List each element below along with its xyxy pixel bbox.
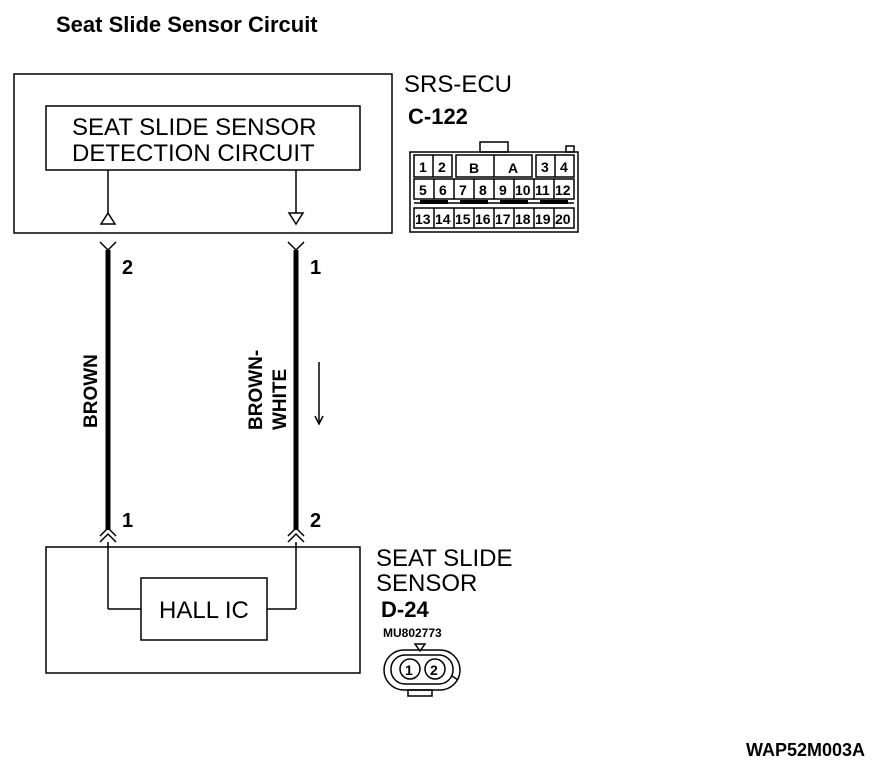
c122-pin-15: 15: [455, 211, 471, 227]
sensor-box: [45, 546, 361, 674]
srs-ecu-connector-code: C-122: [408, 104, 468, 129]
wire-brown-white-ecu-pin: 1: [310, 257, 321, 279]
ecu-terminal-icon: [99, 241, 117, 252]
wire-brown: 2 1 BROWN: [81, 241, 133, 543]
c122-pin-19: 19: [535, 211, 551, 227]
c122-pin-8: 8: [479, 182, 487, 198]
c122-pin-14: 14: [435, 211, 451, 227]
sensor-terminal-icon: [287, 526, 305, 537]
sensor-part-code: MU802773: [383, 626, 442, 640]
srs-ecu-block: SEAT SLIDE SENSOR DETECTION CIRCUIT SRS-…: [13, 71, 512, 234]
c122-pin-9: 9: [499, 182, 507, 198]
output-triangle-icon: [287, 212, 305, 226]
c122-pin-2: 2: [438, 159, 446, 175]
figure-reference-code: WAP52M003A: [746, 740, 865, 760]
c122-pin-11: 11: [535, 182, 550, 198]
c122-pin-1: 1: [419, 159, 427, 175]
detection-circuit-label-line2: DETECTION CIRCUIT: [72, 140, 315, 167]
wire-brown-white-color-line1: BROWN-: [246, 350, 267, 430]
wire-brown-sensor-pin: 1: [122, 510, 133, 532]
detection-circuit-box: [45, 105, 361, 171]
input-triangle-icon: [99, 211, 117, 225]
c122-pin-4: 4: [560, 159, 568, 175]
c122-pin-a: A: [508, 160, 518, 176]
sensor-name-line2: SENSOR: [376, 570, 477, 597]
c122-pin-7: 7: [459, 182, 467, 198]
c122-pin-12: 12: [555, 182, 571, 198]
sensor-connector-code: D-24: [381, 597, 429, 622]
c122-pin-18: 18: [515, 211, 531, 227]
d24-pin-1: 1: [405, 662, 413, 678]
seat-slide-sensor-block: HALL IC SEAT SLIDE SENSOR D-24 MU802773: [45, 542, 513, 674]
wire-brown-ecu-pin: 2: [122, 257, 133, 279]
c122-pin-17: 17: [495, 211, 511, 227]
connector-key-icon: [413, 643, 427, 653]
c122-pin-b: B: [469, 160, 479, 176]
c122-pin-20: 20: [555, 211, 571, 227]
wire-brown-white-sensor-pin: 2: [310, 510, 321, 532]
c122-pin-3: 3: [541, 159, 549, 175]
srs-ecu-name: SRS-ECU: [404, 71, 512, 98]
c122-pin-10: 10: [515, 182, 531, 198]
c122-pin-16: 16: [475, 211, 491, 227]
ecu-terminal-icon: [287, 241, 305, 252]
detection-circuit-label-line1: SEAT SLIDE SENSOR: [72, 114, 317, 141]
sensor-name-line1: SEAT SLIDE: [376, 545, 513, 572]
c122-pin-6: 6: [439, 182, 447, 198]
d24-pin-2: 2: [430, 662, 438, 678]
srs-ecu-box: [13, 73, 393, 234]
wire-brown-white: 1 2 BROWN- WHITE: [246, 241, 324, 543]
c122-pin-13: 13: [415, 211, 431, 227]
sensor-terminal-icon: [287, 532, 305, 543]
sensor-terminal-icon: [99, 526, 117, 537]
wire-brown-white-color-line2: WHITE: [270, 369, 291, 430]
c122-connector-face: 1 2 B A 3 4 5 6 7 8 9 10 11 12: [409, 141, 579, 233]
diagram-title: Seat Slide Sensor Circuit: [56, 12, 318, 37]
sensor-terminal-icon: [99, 532, 117, 543]
hall-ic-label: HALL IC: [159, 597, 249, 624]
c122-pin-5: 5: [419, 182, 427, 198]
d24-connector-face: 1 2: [383, 643, 461, 697]
wire-brown-color: BROWN: [81, 354, 102, 428]
